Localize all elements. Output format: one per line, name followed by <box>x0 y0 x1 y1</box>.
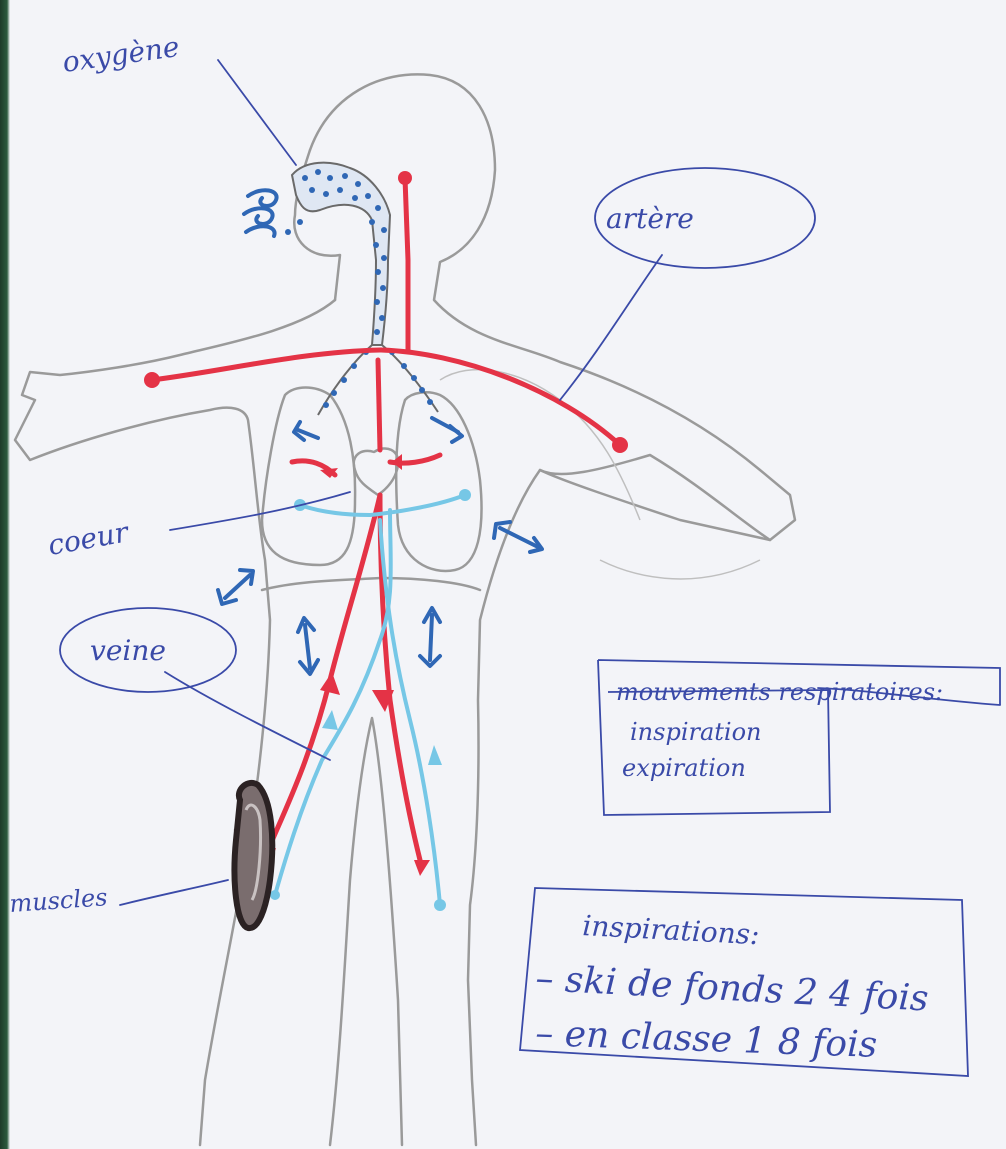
muscle-shape <box>235 783 273 928</box>
label-veine: veine <box>90 634 166 667</box>
label-muscles: muscles <box>8 883 108 918</box>
label-inspiration: inspiration <box>630 718 762 746</box>
double-arrow-icon <box>432 418 462 442</box>
label-oxygene: oxygène <box>60 30 181 79</box>
double-arrow-icon <box>420 608 440 666</box>
left-lung-outline <box>262 388 355 566</box>
right-arm-lower <box>540 470 770 540</box>
label-artere: artère <box>606 202 694 235</box>
heart-outline <box>354 448 398 495</box>
double-arrow-icon <box>298 618 318 674</box>
double-arrow-icon <box>294 422 318 440</box>
faint-sketch-lines <box>440 370 760 579</box>
label-mouvements: mouvements respiratoires: <box>616 678 943 706</box>
vein-endpoints <box>270 489 471 911</box>
left-arm-outline <box>15 300 335 830</box>
label-ski-line: – ski de fonds 2 4 fois <box>535 958 930 1020</box>
crotch-outline <box>330 718 402 1145</box>
veins <box>275 495 465 905</box>
label-classe-line: – en classe 1 8 fois <box>535 1013 878 1066</box>
double-arrow-icon <box>218 570 253 604</box>
label-expiration: expiration <box>622 754 746 782</box>
label-coeur: coeur <box>45 515 132 562</box>
air-intake-icon <box>244 190 277 236</box>
diaphragm-outline <box>262 578 480 590</box>
label-inspirations-title: inspirations: <box>582 909 761 951</box>
right-lung-outline <box>396 392 481 571</box>
pointer-lines <box>120 60 1000 905</box>
